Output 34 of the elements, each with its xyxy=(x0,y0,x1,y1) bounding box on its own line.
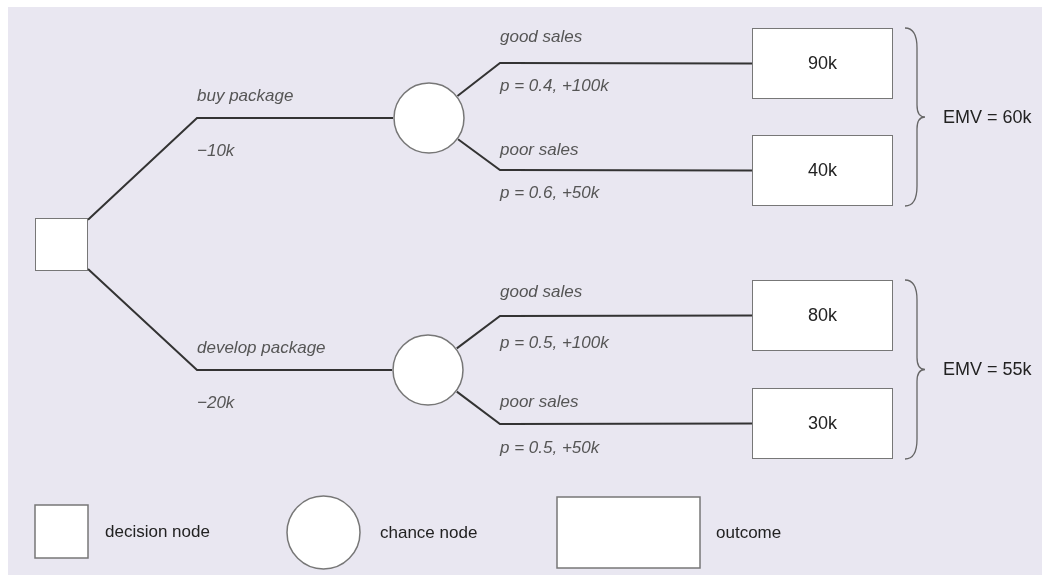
connector-line xyxy=(87,117,394,221)
cost-label: −20k xyxy=(197,393,235,413)
emv-label: EMV = 55k xyxy=(943,359,1032,379)
probability-label: p = 0.5, +100k xyxy=(500,333,609,353)
outcome-value: 90k xyxy=(808,53,837,74)
edge-label: poor sales xyxy=(500,140,579,160)
legend-label: chance node xyxy=(380,522,478,543)
outcome-box xyxy=(752,28,893,99)
probability-label: p = 0.5, +50k xyxy=(500,438,600,458)
outcome-value: 80k xyxy=(808,305,837,326)
probability-label: p = 0.4, +100k xyxy=(500,76,609,96)
connector-line xyxy=(455,314,753,350)
outcome-box xyxy=(752,280,893,351)
outcome-box xyxy=(752,135,893,206)
edge-label: good sales xyxy=(500,282,583,302)
cost-label: −10k xyxy=(197,141,235,161)
chance-circle xyxy=(392,334,464,406)
chance-circle xyxy=(393,82,465,154)
decision-square xyxy=(35,218,88,271)
connector-line xyxy=(87,268,393,371)
edge-label: poor sales xyxy=(500,392,579,412)
edge-label: good sales xyxy=(500,27,583,47)
connector-line xyxy=(455,390,753,425)
outcome-value: 30k xyxy=(808,413,837,434)
probability-label: p = 0.6, +50k xyxy=(500,183,600,203)
connector-line xyxy=(456,62,753,97)
legend-label: decision node xyxy=(105,521,210,542)
edge-label: buy package xyxy=(197,86,294,106)
outcome-box xyxy=(752,388,893,459)
emv-label: EMV = 60k xyxy=(943,107,1032,127)
legend-label: outcome xyxy=(716,522,782,543)
connector-line xyxy=(457,138,753,172)
edge-label: develop package xyxy=(197,338,326,358)
outcome-value: 40k xyxy=(808,160,837,181)
